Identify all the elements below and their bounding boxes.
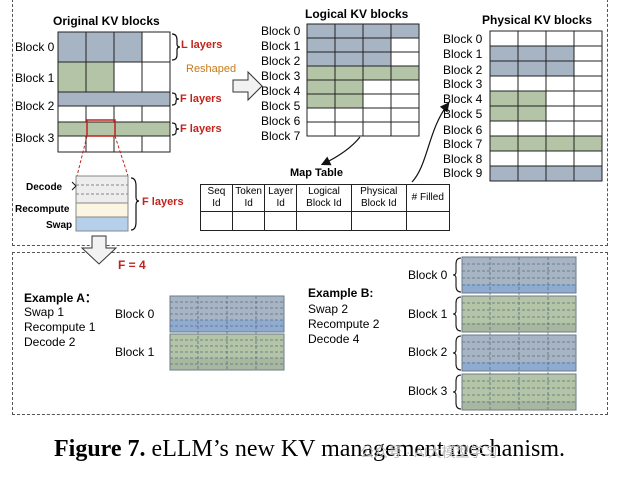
f-layers-label: F layers — [180, 93, 222, 105]
layer-detail-column — [75, 175, 129, 232]
original-kv-title: Original KV blocks — [53, 14, 160, 28]
physical-block-label: Block 7 — [443, 137, 483, 151]
physical-block-label: Block 8 — [443, 152, 483, 166]
physical-block-label: Block 5 — [443, 107, 483, 121]
logical-kv-grid — [306, 23, 420, 137]
example-b-title: Example B: — [308, 286, 374, 300]
watermark: 公众号 · AI大模型学习 — [360, 444, 498, 460]
logical-block-label: Block 1 — [261, 39, 301, 53]
map-table-title: Map Table — [290, 167, 343, 179]
example-b-line: Recompute 2 — [308, 317, 380, 331]
physical-block-label: Block 4 — [443, 92, 483, 106]
map-table-header: # Filled — [405, 184, 451, 212]
physical-block-label: Block 1 — [443, 47, 483, 61]
logical-block-label: Block 7 — [261, 129, 301, 143]
example-b-line: Swap 2 — [308, 302, 349, 316]
map-table-cell — [231, 211, 266, 231]
map-table-cell — [200, 211, 233, 231]
figure-label: Figure 7. — [54, 436, 146, 462]
physical-block-label: Block 3 — [443, 77, 483, 91]
example-a-title: Example A： — [24, 291, 97, 305]
logical-block-label: Block 6 — [261, 114, 301, 128]
l-layers-label: L layers — [181, 39, 223, 51]
original-block-label: Block 3 — [15, 131, 55, 145]
example-a-block-label: Block 1 — [115, 345, 155, 359]
decode-label: Decode — [26, 182, 63, 193]
example-b-block-label: Block 0 — [408, 268, 448, 282]
detail-f-layers-label: F layers — [142, 196, 184, 208]
top-section-frame — [12, 0, 608, 246]
example-a-line: Recompute 1 — [24, 320, 96, 334]
physical-block-label: Block 0 — [443, 32, 483, 46]
f-layers-label: F layers — [180, 123, 222, 135]
map-table-cell — [295, 211, 352, 231]
logical-kv-title: Logical KV blocks — [305, 7, 409, 21]
original-block-label: Block 2 — [15, 99, 55, 113]
example-b-blocks — [461, 256, 577, 411]
example-b-block-label: Block 1 — [408, 307, 448, 321]
logical-block-label: Block 3 — [261, 69, 301, 83]
example-a-line: Swap 1 — [24, 305, 65, 319]
map-table-cell — [405, 211, 451, 231]
map-table-cell — [350, 211, 407, 231]
logical-block-label: Block 4 — [261, 84, 301, 98]
reshaped-label: Reshaped — [186, 63, 237, 75]
example-b-block-label: Block 2 — [408, 345, 448, 359]
example-a-block-label: Block 0 — [115, 307, 155, 321]
recompute-label: Recompute — [15, 204, 70, 215]
physical-block-label: Block 2 — [443, 63, 483, 77]
physical-block-label: Block 6 — [443, 123, 483, 137]
example-b-block-label: Block 3 — [408, 384, 448, 398]
logical-block-label: Block 5 — [261, 99, 301, 113]
physical-kv-title: Physical KV blocks — [482, 13, 593, 27]
original-kv-grid — [57, 31, 171, 153]
physical-block-label: Block 9 — [443, 166, 483, 180]
figure-caption: Figure 7. eLLM’s new KV management mecha… — [0, 436, 619, 463]
original-block-label: Block 1 — [15, 71, 55, 85]
map-table-cell — [264, 211, 297, 231]
figure-caption-text: eLLM’s new KV management mechanism. — [145, 436, 565, 462]
example-a-blocks — [169, 295, 285, 371]
logical-block-label: Block 2 — [261, 54, 301, 68]
original-block-label: Block 0 — [15, 40, 55, 54]
example-b-line: Decode 4 — [308, 332, 360, 346]
swap-label: Swap — [46, 220, 73, 231]
f-value-label: F = 4 — [118, 258, 146, 272]
logical-block-label: Block 0 — [261, 24, 301, 38]
example-a-line: Decode 2 — [24, 335, 76, 349]
physical-kv-grid — [489, 30, 603, 182]
bottom-section-frame — [12, 252, 608, 415]
